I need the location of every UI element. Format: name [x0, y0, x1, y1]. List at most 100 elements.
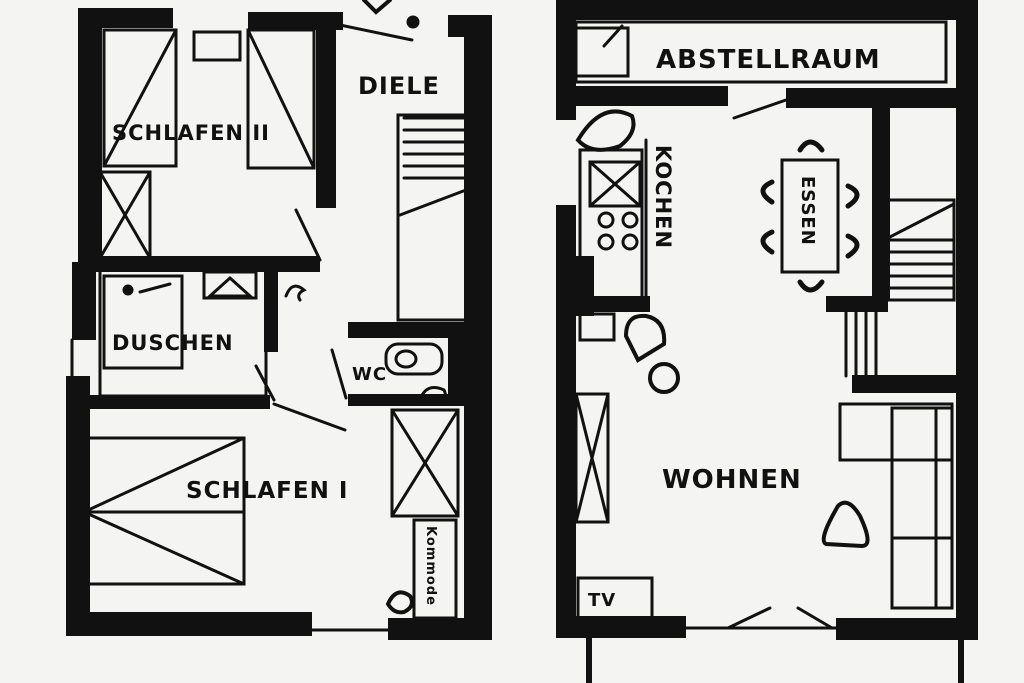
armchair [623, 313, 667, 363]
stove-burner [621, 211, 639, 229]
wall [556, 205, 576, 635]
wall [66, 612, 312, 636]
room-label-abstellraum: ABSTELLRAUM [656, 45, 881, 75]
door-swing [330, 348, 348, 400]
wall [84, 256, 320, 272]
wall [956, 0, 978, 640]
fridge [578, 312, 616, 342]
bed-diagonal [82, 510, 246, 586]
shower-hose [138, 282, 172, 294]
entry-mark [362, 0, 392, 15]
tv-stand [576, 576, 654, 620]
door-swing [294, 208, 322, 262]
sink [575, 109, 636, 152]
entry-door [338, 23, 414, 42]
door-swing [254, 364, 276, 402]
door-swing [272, 402, 347, 432]
nightstand [192, 30, 242, 62]
wall-post [958, 636, 964, 683]
dresser [412, 518, 458, 620]
room-label-duschen: DUSCHEN [112, 331, 234, 355]
door-swing [732, 98, 788, 120]
chair [760, 179, 775, 205]
stove-burner [597, 233, 615, 251]
toilet [384, 342, 444, 376]
storage-mark [602, 24, 624, 48]
left-unit-lines [70, 0, 468, 632]
towel-rack [284, 284, 307, 302]
room-label-diele: DIELE [358, 72, 440, 100]
storage-box [574, 26, 630, 78]
label-kommode: Kommode [423, 526, 438, 606]
wall [78, 8, 102, 263]
wall [448, 322, 464, 406]
wardrobe-cross [98, 170, 152, 260]
stair-arrow [398, 188, 468, 217]
stove-burner [597, 211, 615, 229]
right-unit [556, 0, 978, 683]
plant [385, 590, 414, 615]
chair [797, 279, 825, 293]
basin-bowl [206, 275, 254, 298]
chair [845, 233, 860, 259]
cabinet-cross [588, 160, 642, 208]
wall [316, 18, 336, 208]
chair [797, 139, 825, 153]
wall [66, 376, 90, 634]
chair [845, 183, 860, 209]
wall [464, 15, 492, 640]
coffee-table [821, 500, 870, 549]
bed [102, 28, 178, 168]
room-label-kochen: KOCHEN [651, 145, 675, 249]
shower-tray [102, 274, 184, 370]
wall [556, 86, 728, 106]
wall-post [586, 636, 592, 683]
wall [556, 0, 976, 20]
wall [388, 618, 492, 640]
wall [556, 616, 686, 638]
staircase [886, 198, 956, 302]
wall [826, 296, 888, 312]
shower-room-box [98, 268, 268, 398]
shower-head [122, 284, 134, 296]
room-label-essen: ESSEN [797, 176, 818, 246]
room-label-schlafen-1: SCHLAFEN I [186, 478, 348, 504]
wall [836, 618, 978, 640]
shelf-cross [574, 392, 610, 524]
left-unit [66, 8, 492, 640]
bed [246, 28, 316, 170]
wardrobe [98, 170, 152, 260]
wardrobe-cross [390, 408, 460, 518]
door-swing [726, 606, 772, 630]
cabinet [588, 160, 642, 208]
stair-arrow [886, 202, 956, 240]
wardrobe [390, 408, 460, 518]
stove-burner [621, 233, 639, 251]
storage-shelf [574, 20, 948, 84]
kitchen-counter [578, 148, 644, 302]
bed-diagonal [82, 436, 246, 514]
door-knob [406, 15, 420, 29]
side-table [648, 362, 680, 394]
wc-basin [417, 386, 447, 404]
sofa [890, 406, 954, 610]
wall [80, 395, 270, 409]
chair [760, 229, 775, 255]
bed-diagonal [102, 28, 178, 168]
shelf [574, 392, 610, 524]
label-tv: TV [588, 590, 616, 611]
wall [348, 322, 464, 338]
wall [872, 100, 890, 300]
washbasin [202, 270, 258, 300]
right-unit-lines [574, 20, 956, 630]
staircase [396, 113, 468, 322]
bed [82, 510, 246, 586]
room-label-schlafen-2: SCHLAFEN II [112, 121, 270, 145]
door-swing [796, 606, 834, 630]
wall [852, 375, 956, 393]
wall [72, 262, 96, 340]
room-label-wc: WC [352, 364, 387, 385]
room-label-wohnen: WOHNEN [662, 465, 802, 495]
toilet-bowl [394, 349, 418, 369]
